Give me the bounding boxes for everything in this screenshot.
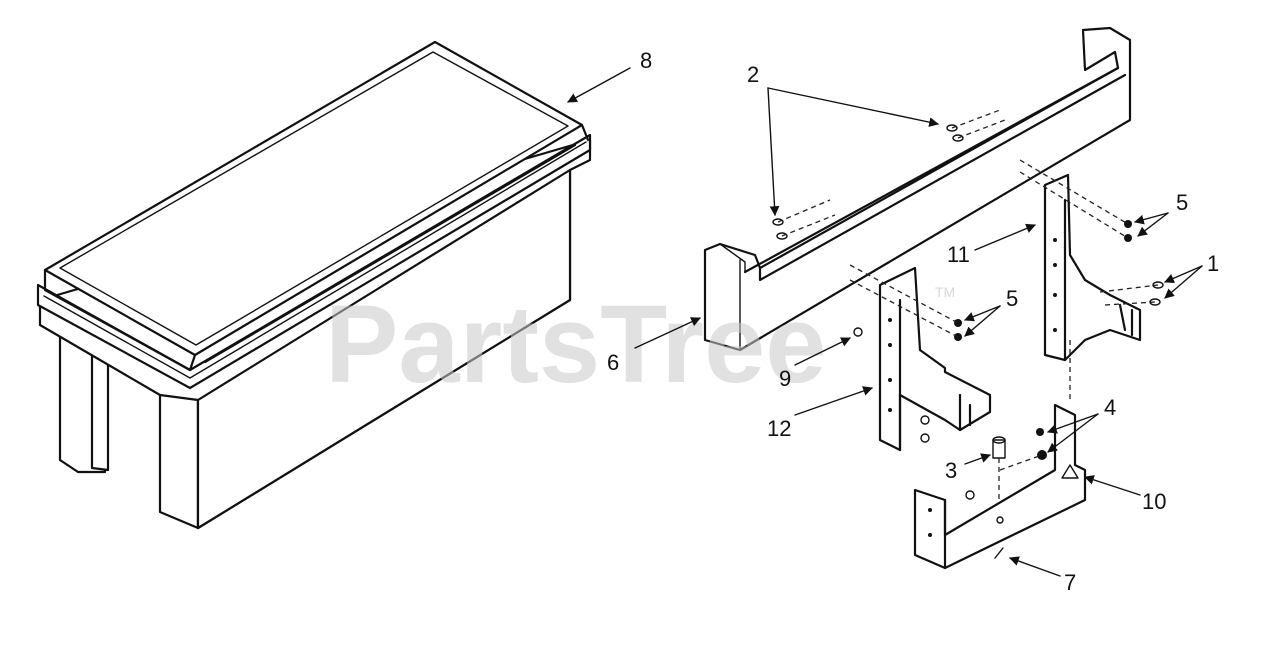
callout-7: 7: [1064, 570, 1076, 595]
callout-12: 12: [767, 416, 791, 441]
callout-1: 1: [1207, 251, 1219, 276]
callout-5-middle: 5: [1006, 286, 1018, 311]
callout-labels: 8 2 5 11 1 5 6 9 4 12 3 10 7: [607, 48, 1219, 595]
callout-11: 11: [947, 242, 970, 267]
storage-box: [36, 40, 592, 530]
mounting-panel: [703, 26, 1132, 352]
left-bracket: [878, 266, 992, 452]
leader-lines: [567, 67, 1203, 577]
watermark: PartsTree TM: [325, 283, 955, 406]
callout-8: 8: [640, 48, 652, 73]
bottom-bracket: [913, 403, 1087, 570]
assembly-lines: [777, 109, 1159, 500]
watermark-text: PartsTree: [325, 283, 826, 406]
right-bracket: [1043, 173, 1142, 362]
callout-5-upper: 5: [1176, 190, 1188, 215]
watermark-trademark: TM: [935, 284, 955, 300]
callout-10: 10: [1142, 489, 1166, 514]
callout-9: 9: [779, 366, 791, 391]
callout-6: 6: [607, 350, 619, 375]
callout-2: 2: [747, 62, 759, 87]
callout-3: 3: [945, 458, 957, 483]
hardware: [772, 124, 1164, 559]
callout-4: 4: [1104, 395, 1116, 420]
